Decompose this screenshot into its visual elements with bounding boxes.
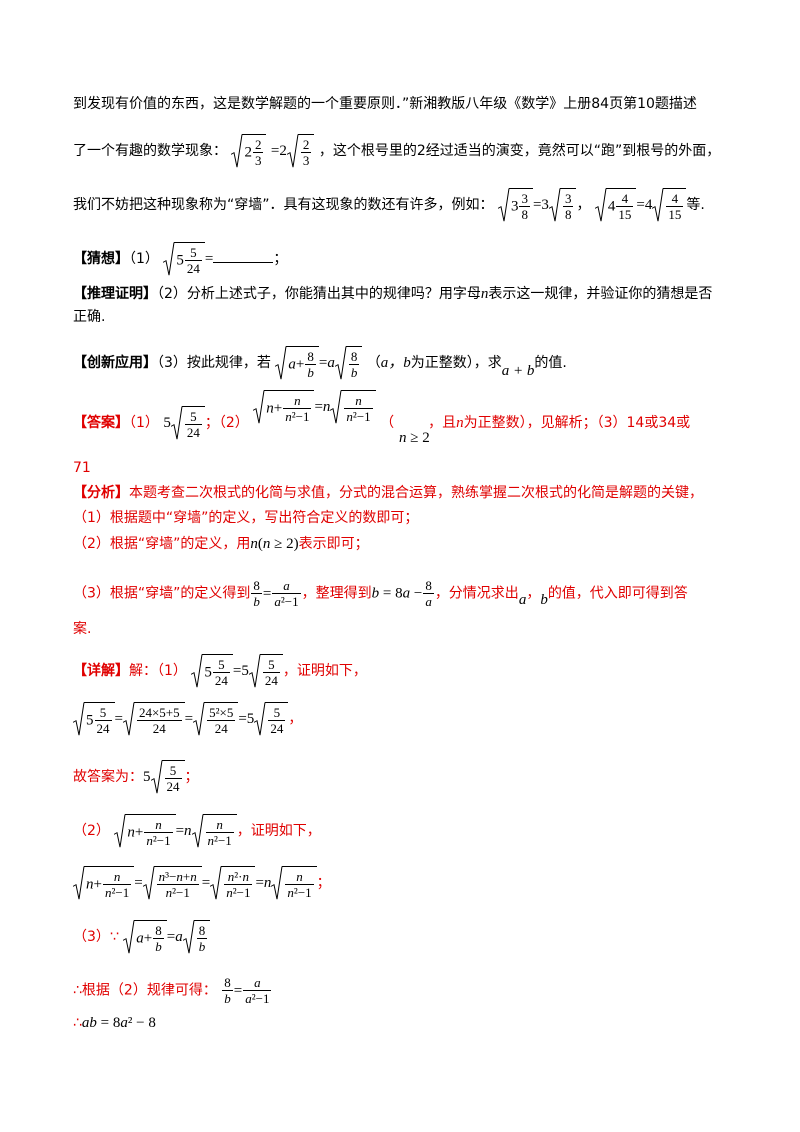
analysis-l3b: 表示即可；: [298, 536, 369, 552]
answer-cont: 71: [73, 460, 91, 476]
answer-p1: （1）: [129, 415, 159, 431]
analysis-l1: 本题考查二次根式的化简与求值，分式的混合运算，熟练掌握二次根式的化简是解题的关键…: [129, 485, 703, 501]
intro-line-3c: 等.: [686, 197, 705, 213]
answer-p2: ；（2）: [204, 415, 249, 431]
q3-text: （3）按此规律，若: [157, 355, 271, 371]
question-2: 【推理证明】（2）分析上述式子，你能猜出其中的规律吗？用字母n表示这一规律，并验…: [73, 284, 712, 304]
q1-tag: 【猜想】: [73, 251, 129, 267]
detail-l3: 故答案为：: [73, 769, 143, 785]
q3-text3: 为正整数），求: [410, 355, 502, 371]
intro-line-2b: ，这个根号里的2经过适当的演变，竟然可以“跑”到根号的外面，: [318, 143, 721, 159]
detail-l6a: （3）∵: [73, 929, 119, 945]
analysis-line-5: 案.: [73, 621, 92, 637]
q3-text2: （: [366, 355, 381, 371]
analysis-l4c: ，分情况求出: [434, 585, 519, 602]
detail-l8a: ∴: [73, 1015, 82, 1031]
detail-l7a: ∴根据（2）规律可得：: [73, 982, 217, 999]
q2-var: n: [480, 286, 489, 302]
detail-l4a: （2）: [73, 823, 110, 839]
analysis-l4d: ，: [526, 585, 541, 602]
question-2-cont: 正确.: [73, 309, 106, 325]
detail-l4b: ，证明如下，: [236, 823, 321, 839]
answer-p3: （: [380, 415, 395, 431]
analysis-l3a: （2）根据“穿墙”的定义，用: [73, 536, 251, 552]
detail-line-8: ∴ab = 8a² − 8: [73, 1015, 156, 1031]
detail-l1b: ，证明如下，: [282, 663, 367, 679]
intro-line-2a: 了一个有趣的数学现象：: [73, 143, 227, 159]
q3-tag: 【创新应用】: [73, 355, 157, 371]
q2-tag: 【推理证明】: [73, 286, 157, 302]
analysis-tag: 【分析】: [73, 485, 129, 501]
detail-l1a: 解：（1）: [129, 663, 187, 679]
answer-p5: 为正整数），见解析；（3）14或34或: [463, 415, 691, 431]
analysis-l4a: （3）根据“穿墙”的定义得到: [73, 585, 251, 602]
answer-blank: [213, 262, 274, 263]
q2-text2: 表示这一规律，并验证你的猜想是否: [488, 286, 713, 302]
detail-l2end: ，: [288, 711, 303, 727]
q1-text: （1）: [129, 251, 159, 267]
analysis-line-2: （1）根据题中“穿墙”的定义，写出符合定义的数即可；: [73, 510, 419, 526]
detail-l5end: ；: [316, 875, 331, 891]
q3-ab: a，b: [380, 355, 411, 371]
answer-tag: 【答案】: [73, 415, 129, 431]
detail-tag: 【详解】: [73, 663, 129, 679]
analysis-l4b: ，整理得到: [301, 585, 372, 602]
intro-line-1: 到发现有价值的东西，这是数学解题的一个重要原则．”新湘教版八年级《数学》上册84…: [73, 96, 697, 112]
n-geq-2: n ≥ 2: [399, 430, 430, 446]
analysis-line-3: （2）根据“穿墙”的定义，用n(n ≥ 2)表示即可；: [73, 536, 369, 552]
q2-text: （2）分析上述式子，你能猜出其中的规律吗？用字母: [157, 286, 481, 302]
intro-line-3a: 我们不妨把这种现象称为“穿墙”．具有这现象的数还有许多，例如：: [73, 197, 494, 213]
analysis-line-1: 【分析】本题考查二次根式的化简与求值，分式的混合运算，熟练掌握二次根式的化简是解…: [73, 483, 703, 503]
analysis-l4e: 的值，代入即可得到答: [547, 585, 688, 602]
detail-l3end: ；: [184, 769, 199, 785]
intro-line-3b: ，: [576, 197, 591, 213]
answer-p4: ，且: [428, 415, 457, 431]
q3-text4: 的值.: [534, 355, 567, 371]
